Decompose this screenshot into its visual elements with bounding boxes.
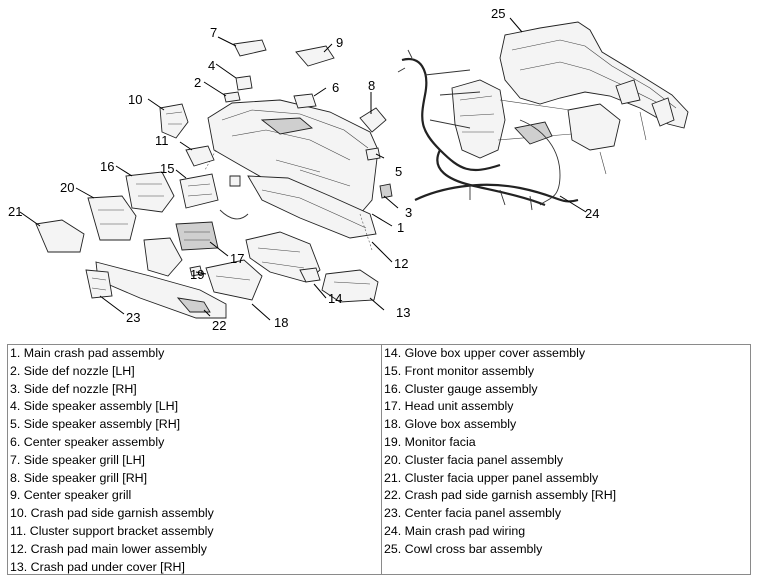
legend-column-right: 14. Glove box upper cover assembly 15. F… [381,345,750,574]
center-stack-drawing [35,171,219,299]
callout-14: 14 [328,291,342,306]
leader-lines [19,17,587,321]
legend-item: 5. Side speaker assembly [RH] [10,417,181,432]
callout-18: 18 [274,315,288,330]
legend-item: 15. Front monitor assembly [384,363,535,378]
legend-item: 7. Side speaker grill [LH] [10,452,145,467]
callout-4: 4 [208,58,215,73]
callout-19: 19 [190,267,204,282]
legend-item: 11. Cluster support bracket assembly [10,523,214,538]
legend-item: 24. Main crash pad wiring [384,523,526,538]
callout-1: 1 [397,220,404,235]
legend-item: 16. Cluster gauge assembly [384,381,538,396]
lower-panels-drawing [95,231,379,319]
callout-11: 11 [155,133,169,148]
diagram-svg: 1 2 3 4 5 6 7 8 9 10 11 12 13 14 15 16 1… [8,6,689,333]
legend-item: 23. Center facia panel assembly [384,506,562,521]
legend-item: 1. Main crash pad assembly [10,346,165,360]
callout-23: 23 [126,310,140,325]
legend-item: 17. Head unit assembly [384,399,514,414]
callout-25: 25 [491,6,505,21]
legend-item: 4. Side speaker assembly [LH] [10,399,179,414]
exploded-parts-diagram: 1 2 3 4 5 6 7 8 9 10 11 12 13 14 15 16 1… [8,6,689,333]
callout-10: 10 [128,92,142,107]
main-crash-pad-drawing [204,99,379,251]
callout-3: 3 [405,205,412,220]
callout-21: 21 [8,204,22,219]
callout-22: 22 [212,318,226,333]
legend-item: 13. Crash pad under cover [RH] [10,559,185,574]
legend-item: 21. Cluster facia upper panel assembly [384,470,599,485]
callout-20: 20 [60,180,74,195]
legend-item: 6. Center speaker assembly [10,434,165,449]
legend-item: 2. Side def nozzle [LH] [10,363,135,378]
callout-17: 17 [230,251,244,266]
callout-8: 8 [368,78,375,93]
legend-item: 18. Glove box assembly [384,417,517,432]
callout-7: 7 [210,25,217,40]
legend-item: 3. Side def nozzle [RH] [10,381,137,396]
callout-15: 15 [160,161,174,176]
callout-2: 2 [194,75,201,90]
callout-5: 5 [395,164,402,179]
callout-24: 24 [585,206,599,221]
legend-item: 20. Cluster facia panel assembly [384,452,564,467]
wiring-harness-drawing [397,49,579,211]
legend-column-left: 1. Main crash pad assembly 2. Side def n… [8,345,381,574]
legend-item: 14. Glove box upper cover assembly [384,346,586,360]
legend-item: 9. Center speaker grill [10,488,132,503]
legend-item: 12. Crash pad main lower assembly [10,541,207,556]
legend-item: 8. Side speaker grill [RH] [10,470,148,485]
cowl-cross-bar-drawing [451,21,689,175]
callout-6: 6 [332,80,339,95]
callout-9: 9 [336,35,343,50]
callout-16: 16 [100,159,114,174]
legend-item: 19. Monitor facia [384,434,476,449]
callout-labels: 1 2 3 4 5 6 7 8 9 10 11 12 13 14 15 16 1… [8,6,599,333]
legend-item: 25. Cowl cross bar assembly [384,541,543,556]
legend-item: 22. Crash pad side garnish assembly [RH] [384,488,617,503]
callout-12: 12 [394,256,408,271]
legend-item: 10. Crash pad side garnish assembly [10,506,214,521]
parts-legend-table: 1. Main crash pad assembly 2. Side def n… [7,344,751,575]
callout-13: 13 [396,305,410,320]
